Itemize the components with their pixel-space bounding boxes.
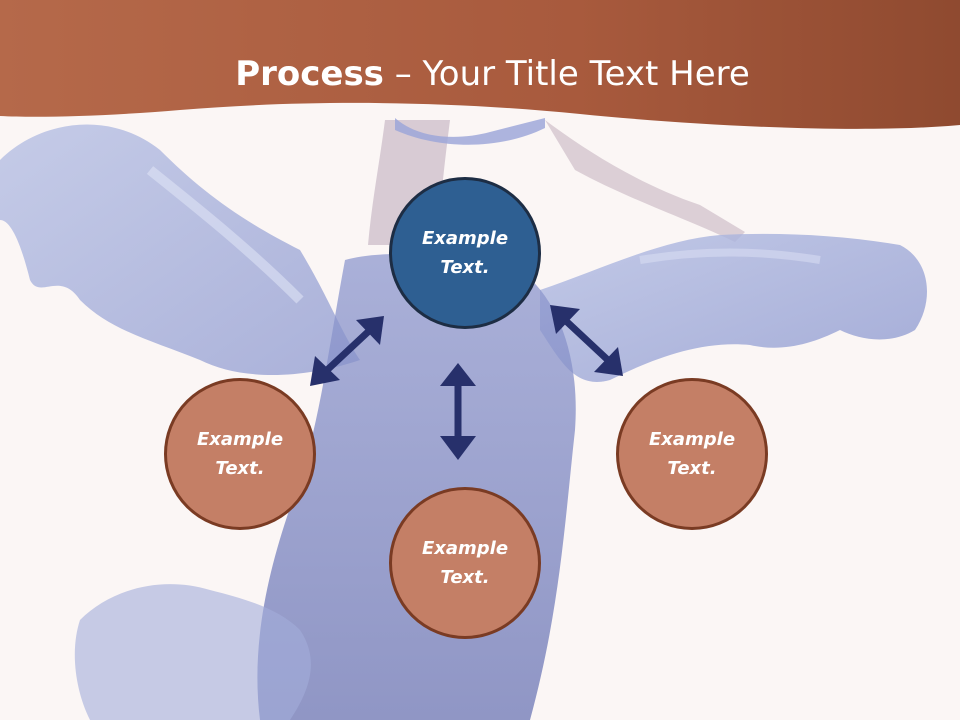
process-node-bottom[interactable]: Example Text.	[389, 487, 541, 639]
title-rest: – Your Title Text Here	[383, 54, 750, 94]
process-node-right[interactable]: Example Text.	[616, 378, 768, 530]
slide-title: Process – Your Title Text Here	[0, 52, 960, 96]
process-node-right-label: Example Text.	[648, 429, 736, 479]
process-node-left-label: Example Text.	[196, 429, 284, 479]
header-band	[0, 0, 960, 129]
title-bold: Process	[235, 54, 384, 94]
process-node-top[interactable]: Example Text.	[389, 177, 541, 329]
process-node-left[interactable]: Example Text.	[164, 378, 316, 530]
process-node-top-label: Example Text.	[421, 228, 509, 278]
process-node-bottom-label: Example Text.	[421, 538, 509, 588]
